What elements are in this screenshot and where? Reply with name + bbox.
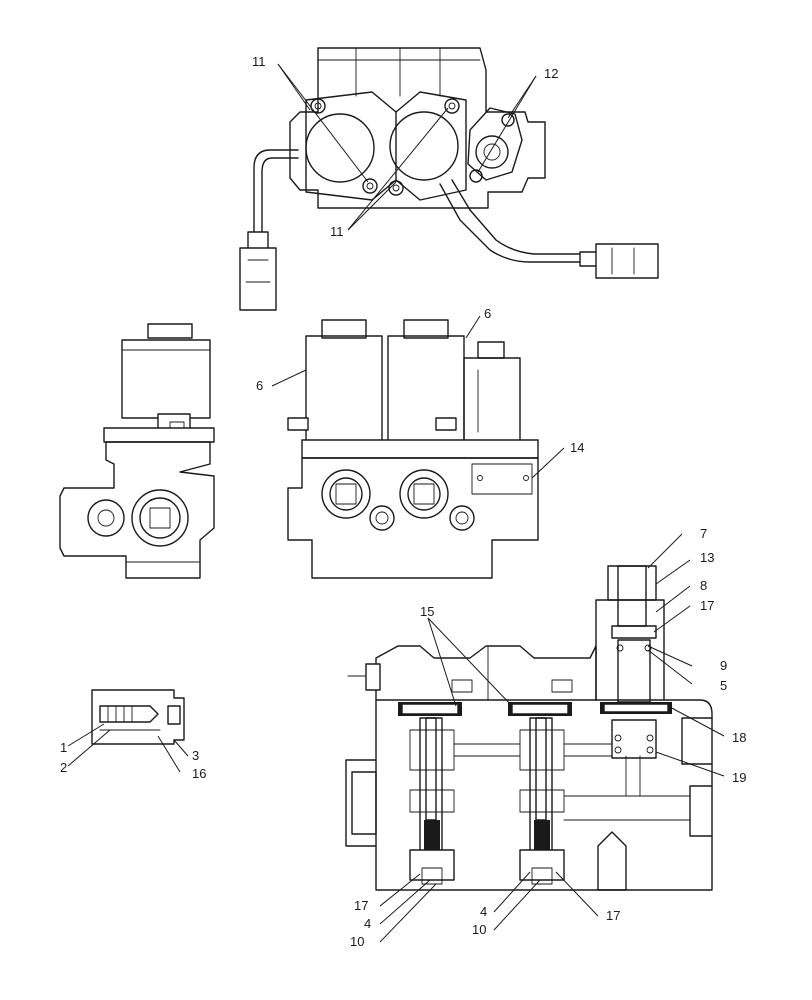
front-view-valve — [287, 319, 539, 579]
callout-4-left: 4 — [364, 916, 371, 931]
callout-6-left: 6 — [256, 378, 263, 393]
callout-11-top: 11 — [252, 54, 266, 69]
callout-14: 14 — [570, 440, 584, 455]
callout-labels: 11 12 11 6 6 14 7 13 8 17 15 9 5 18 19 1… — [60, 54, 746, 949]
detail-check-valve — [91, 689, 185, 745]
callout-17-left: 17 — [354, 898, 368, 913]
callout-13: 13 — [700, 550, 714, 565]
callout-2: 2 — [60, 760, 67, 775]
top-view-valve-assembly — [239, 47, 659, 311]
callout-17-right: 17 — [700, 598, 714, 613]
callout-6-right: 6 — [484, 306, 491, 321]
callout-10-right: 10 — [472, 922, 486, 937]
callout-4-right: 4 — [480, 904, 487, 919]
callout-1: 1 — [60, 740, 67, 755]
callout-15: 15 — [420, 604, 434, 619]
section-view-valve — [345, 565, 713, 891]
callout-5: 5 — [720, 678, 727, 693]
leader-lines — [67, 63, 725, 943]
callout-11-bottom: 11 — [330, 224, 344, 239]
callout-16: 16 — [192, 766, 206, 781]
callout-3: 3 — [192, 748, 199, 763]
callout-7: 7 — [700, 526, 707, 541]
callout-12: 12 — [544, 66, 558, 81]
side-view-valve — [59, 323, 215, 579]
callout-17-bottom: 17 — [606, 908, 620, 923]
callout-19: 19 — [732, 770, 746, 785]
callout-8: 8 — [700, 578, 707, 593]
callout-9: 9 — [720, 658, 727, 673]
callout-10-left: 10 — [350, 934, 364, 949]
callout-18: 18 — [732, 730, 746, 745]
